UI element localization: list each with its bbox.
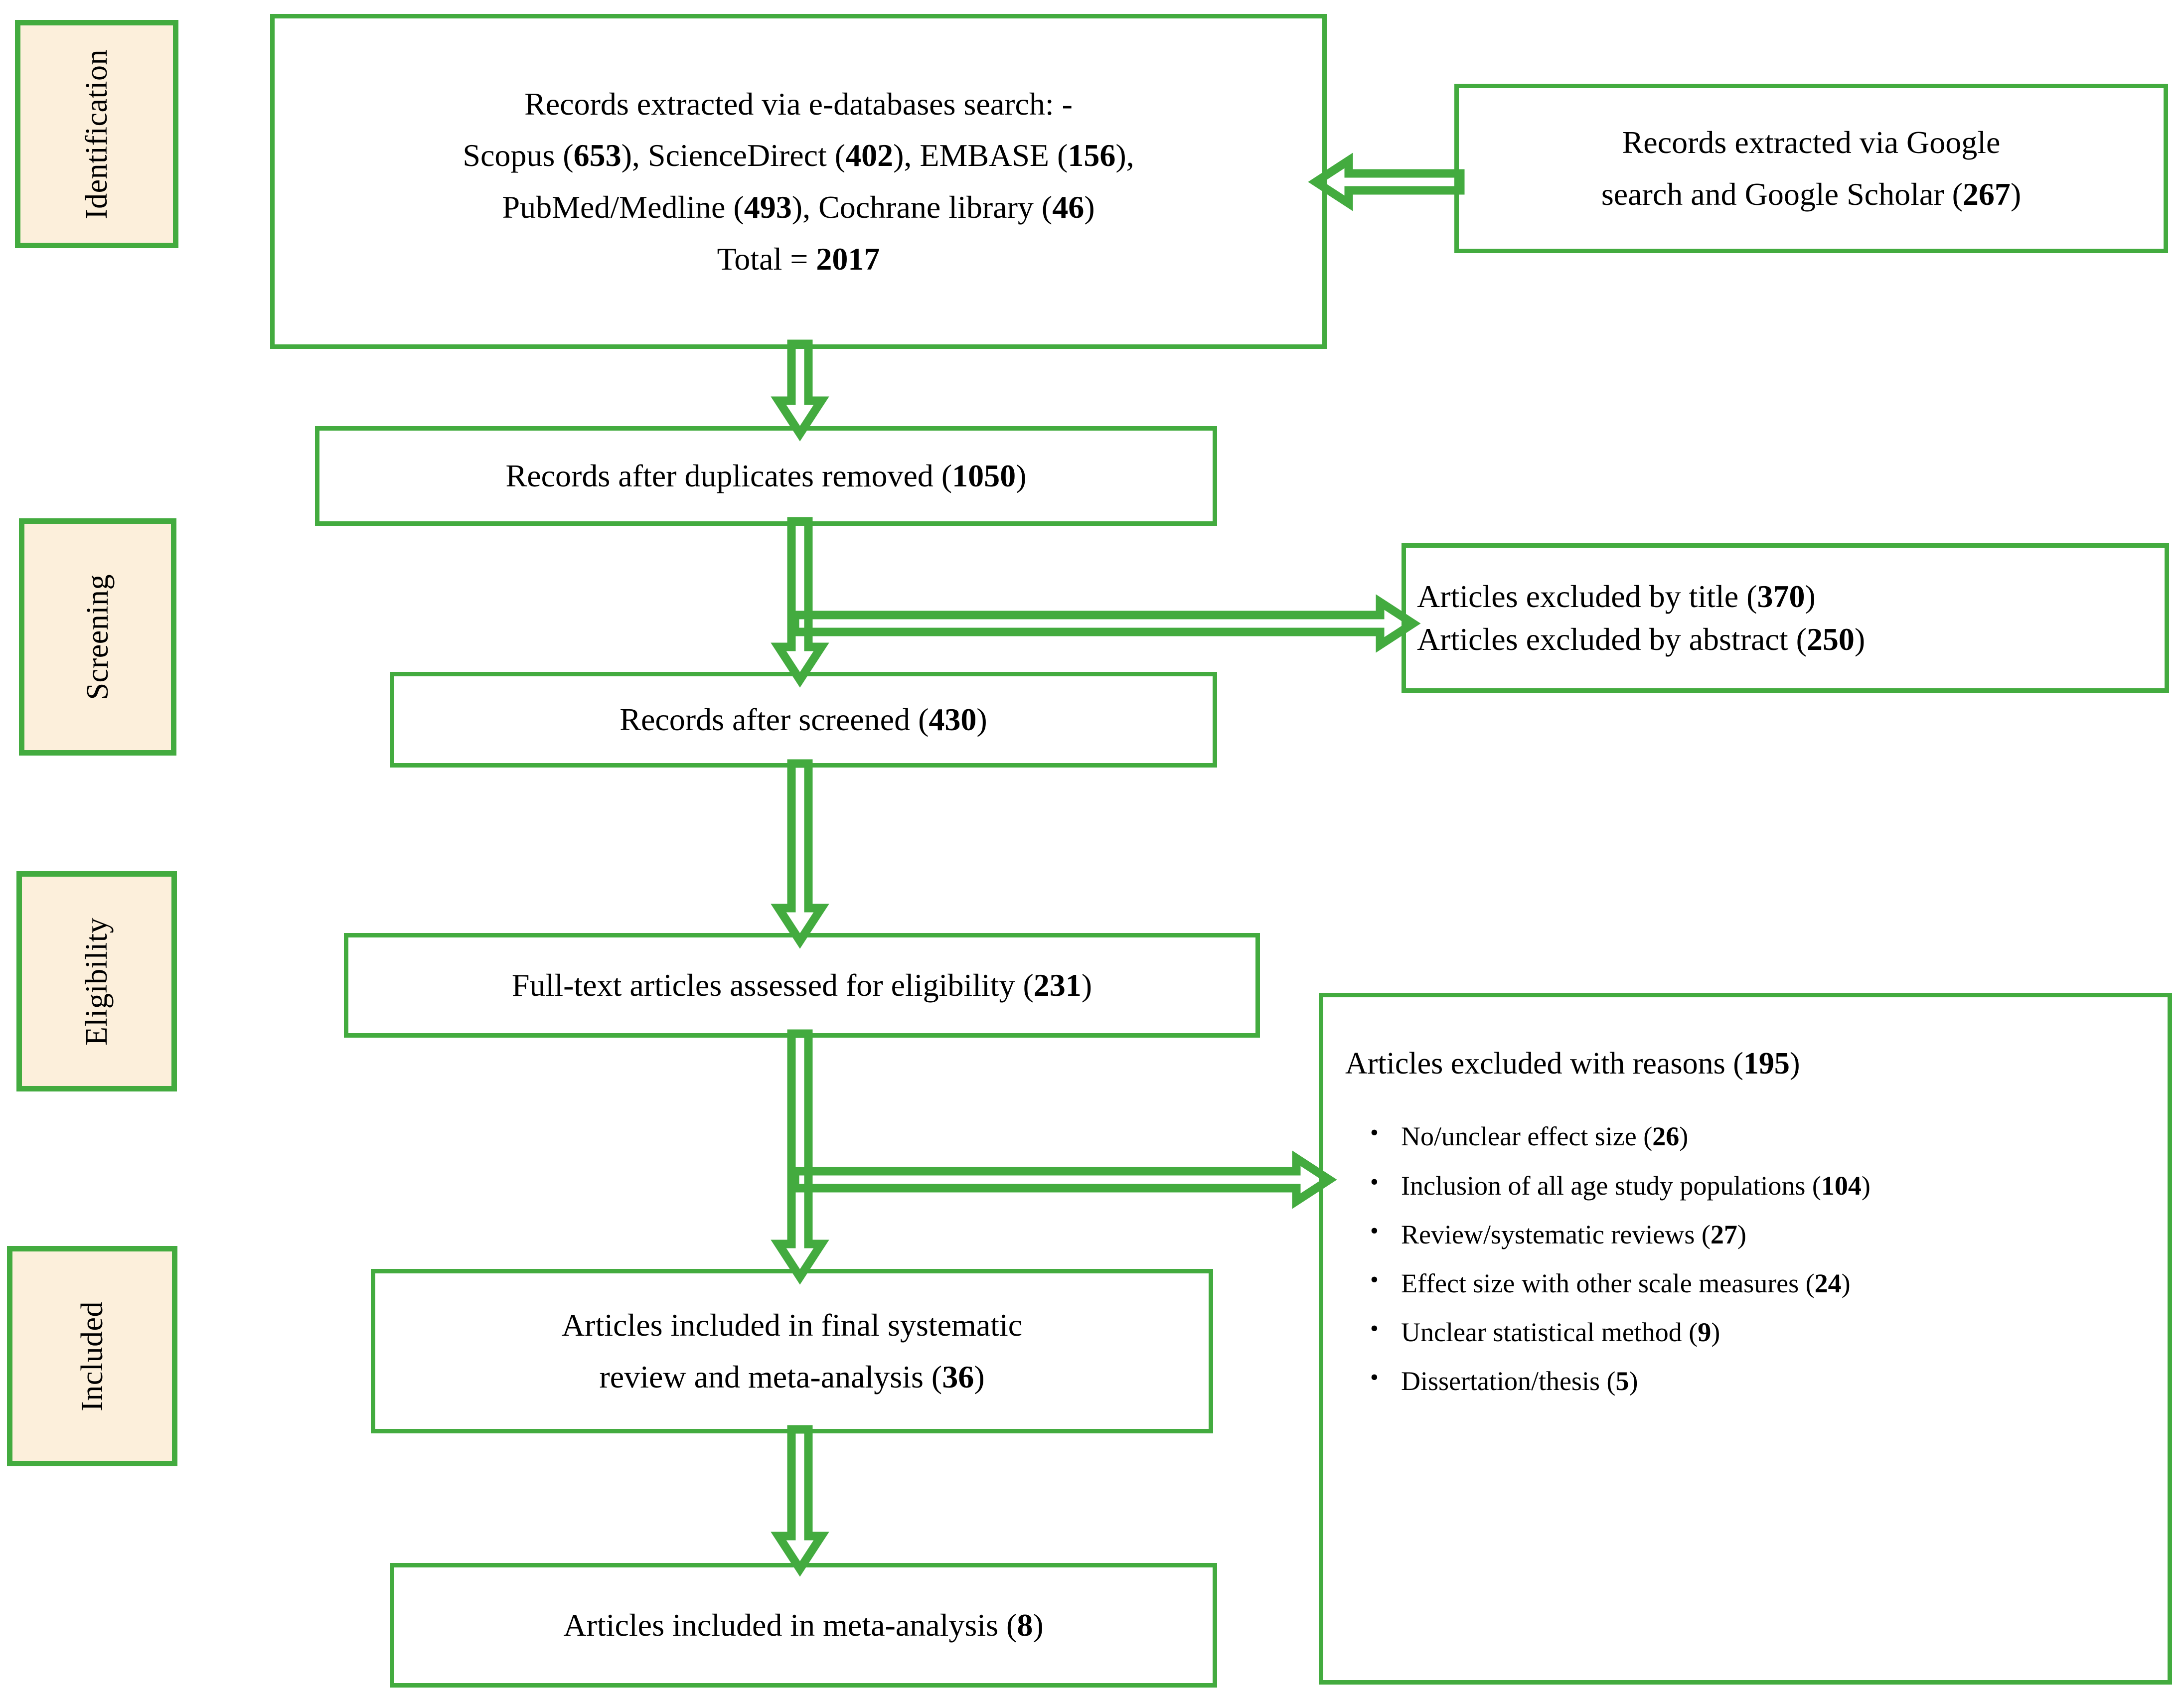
node-records-databases-text: Records extracted via e-databases search… bbox=[452, 78, 1145, 285]
count-sciencedirect: 402 bbox=[845, 138, 894, 173]
list-item: No/unclear effect size (26) bbox=[1370, 1117, 2153, 1154]
stage-label-included-text: Included bbox=[75, 1301, 109, 1411]
count-reason-1: 104 bbox=[1821, 1170, 1862, 1201]
list-item: Unclear statistical method (9) bbox=[1370, 1313, 2153, 1350]
node-duplicates-removed: Records after duplicates removed (1050) bbox=[315, 426, 1217, 526]
node-records-google: Records extracted via Google search and … bbox=[1454, 84, 2168, 253]
count-reason-5: 5 bbox=[1615, 1366, 1629, 1396]
list-item: Effect size with other scale measures (2… bbox=[1370, 1264, 2153, 1301]
stage-label-screening-text: Screening bbox=[81, 574, 115, 700]
count-google: 267 bbox=[1962, 176, 2011, 212]
node-excluded-title-abstract: Articles excluded by title (370) Article… bbox=[1402, 543, 2169, 693]
node-records-screened-text: Records after screened (430) bbox=[620, 702, 987, 738]
stage-label-eligibility: Eligibility bbox=[16, 871, 177, 1091]
google-line-1: Records extracted via Google bbox=[1622, 125, 2001, 160]
connector-screened-to-fulltext bbox=[768, 759, 832, 949]
count-excluded-abstract: 250 bbox=[1806, 621, 1855, 657]
excluded-with-reasons-title: Articles excluded with reasons (195) bbox=[1345, 1047, 1800, 1081]
node-records-google-text: Records extracted via Google search and … bbox=[1590, 117, 2032, 220]
node-duplicates-removed-text: Records after duplicates removed (1050) bbox=[505, 458, 1027, 494]
databases-line-3: PubMed/Medline (493), Cochrane library (… bbox=[502, 189, 1095, 225]
count-reason-3: 24 bbox=[1814, 1268, 1842, 1298]
arrow-down-icon bbox=[771, 1425, 829, 1577]
node-included-systematic-review-text: Articles included in final systematic re… bbox=[551, 1299, 1033, 1402]
excluded-reasons-list: No/unclear effect size (26) Inclusion of… bbox=[1345, 1117, 2153, 1398]
arrow-down-icon bbox=[771, 759, 829, 949]
arrow-down-icon bbox=[771, 339, 829, 442]
connector-google-to-databases bbox=[1308, 150, 1465, 214]
count-excluded-reasons: 195 bbox=[1743, 1047, 1790, 1081]
node-included-systematic-review: Articles included in final systematic re… bbox=[371, 1269, 1213, 1433]
stage-label-eligibility-text: Eligibility bbox=[80, 917, 114, 1046]
connector-fulltext-to-included-sr bbox=[768, 1029, 832, 1285]
connector-included-sr-to-included-ma bbox=[768, 1425, 832, 1577]
arrow-down-icon bbox=[771, 517, 829, 688]
count-embase: 156 bbox=[1068, 138, 1116, 173]
connector-databases-to-duplicates bbox=[768, 339, 832, 442]
count-total: 2017 bbox=[816, 241, 880, 277]
count-scopus: 653 bbox=[573, 138, 622, 173]
arrow-right-icon bbox=[790, 594, 1421, 653]
count-screened: 430 bbox=[929, 702, 977, 738]
excluded-line-title: Articles excluded by title (370) bbox=[1417, 578, 1816, 614]
excluded-line-abstract: Articles excluded by abstract (250) bbox=[1417, 621, 1866, 657]
included-sr-line-1: Articles included in final systematic bbox=[561, 1307, 1023, 1343]
stage-label-included: Included bbox=[7, 1246, 177, 1466]
stage-label-identification: Identification bbox=[15, 20, 178, 248]
count-reason-0: 26 bbox=[1652, 1121, 1680, 1152]
node-records-databases: Records extracted via e-databases search… bbox=[270, 14, 1327, 349]
connector-duplicates-to-screened bbox=[768, 517, 832, 688]
databases-line-1: Records extracted via e-databases search… bbox=[524, 86, 1073, 122]
node-fulltext-assessed-text: Full-text articles assessed for eligibil… bbox=[511, 967, 1092, 1003]
node-included-meta-analysis-text: Articles included in meta-analysis (8) bbox=[563, 1607, 1044, 1643]
stage-label-screening: Screening bbox=[19, 518, 176, 756]
stage-label-identification-text: Identification bbox=[80, 49, 114, 219]
arrow-right-icon bbox=[790, 1150, 1337, 1209]
count-reason-4: 9 bbox=[1698, 1317, 1712, 1348]
included-sr-line-2: review and meta-analysis (36) bbox=[599, 1359, 985, 1394]
google-line-2: search and Google Scholar (267) bbox=[1601, 176, 2022, 212]
arrow-left-icon bbox=[1308, 153, 1465, 211]
databases-line-4: Total = 2017 bbox=[717, 241, 880, 277]
node-included-meta-analysis: Articles included in meta-analysis (8) bbox=[390, 1563, 1217, 1688]
count-fulltext: 231 bbox=[1033, 967, 1082, 1003]
arrow-down-icon bbox=[771, 1029, 829, 1285]
node-fulltext-assessed: Full-text articles assessed for eligibil… bbox=[344, 933, 1260, 1038]
count-pubmed: 493 bbox=[744, 189, 792, 225]
connector-fulltext-to-reasons bbox=[790, 1147, 1337, 1212]
list-item: Review/systematic reviews (27) bbox=[1370, 1216, 2153, 1252]
count-included-sr: 36 bbox=[942, 1359, 974, 1394]
list-item: Inclusion of all age study populations (… bbox=[1370, 1167, 2153, 1203]
count-duplicates: 1050 bbox=[952, 458, 1016, 494]
count-included-ma: 8 bbox=[1017, 1607, 1033, 1643]
node-records-screened: Records after screened (430) bbox=[390, 672, 1217, 768]
node-excluded-with-reasons: Articles excluded with reasons (195) No/… bbox=[1319, 993, 2172, 1685]
count-cochrane: 46 bbox=[1052, 189, 1085, 225]
list-item: Dissertation/thesis (5) bbox=[1370, 1362, 2153, 1398]
node-excluded-title-abstract-text: Articles excluded by title (370) Article… bbox=[1406, 575, 2165, 661]
count-excluded-title: 370 bbox=[1757, 578, 1805, 614]
connector-duplicates-to-excluded-title bbox=[790, 591, 1421, 656]
count-reason-2: 27 bbox=[1710, 1219, 1737, 1249]
databases-line-2: Scopus (653), ScienceDirect (402), EMBAS… bbox=[463, 138, 1134, 173]
